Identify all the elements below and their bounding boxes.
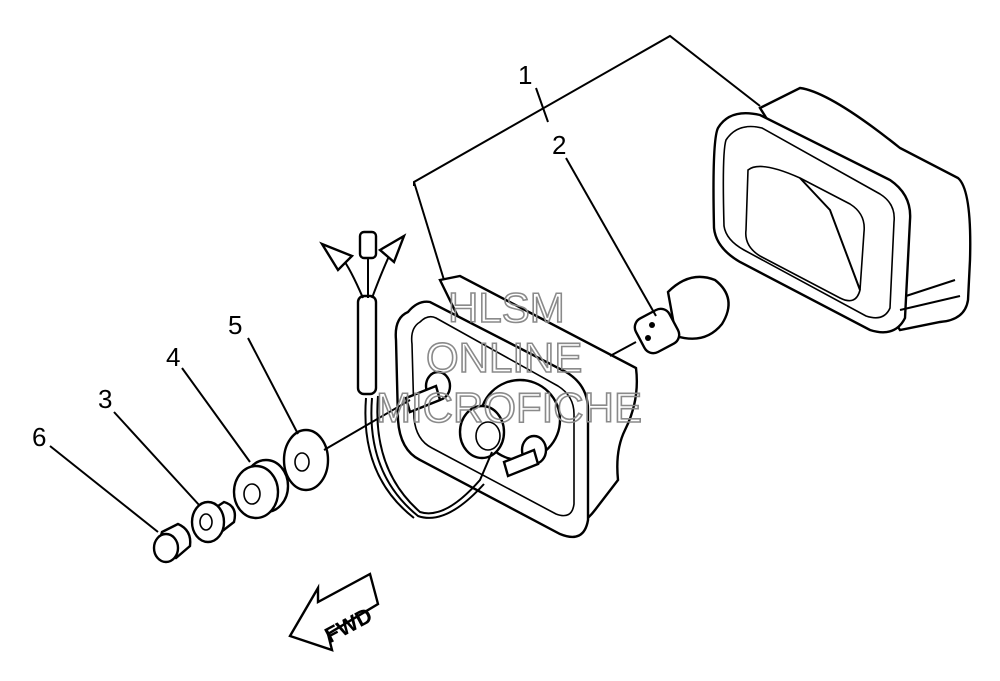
callout-6: 6 [32, 422, 46, 452]
washer [282, 428, 330, 492]
watermark: HLSM ONLINE MICROFICHE [375, 283, 643, 432]
leader-line-2 [565, 157, 657, 317]
nut [152, 522, 192, 564]
callout-5: 5 [228, 310, 242, 340]
leader-line-6 [49, 445, 159, 533]
callout-3: 3 [98, 384, 112, 414]
collar [190, 500, 237, 544]
leader-line-1-stub [535, 87, 549, 123]
watermark-line-3: MICROFICHE [376, 384, 642, 431]
leader-line-1-drop [413, 181, 445, 281]
callout-2: 2 [552, 130, 566, 160]
leader-line-4 [181, 367, 251, 463]
leader-line-1 [413, 34, 761, 186]
leader-line-3 [113, 411, 201, 507]
assembly-axis-line-2 [609, 341, 637, 357]
callout-4: 4 [166, 342, 180, 372]
callout-1: 1 [518, 60, 532, 90]
watermark-line-1: HLSM [448, 284, 565, 331]
grommet [232, 458, 290, 520]
bulb [633, 275, 730, 355]
lamp-lens-cover [712, 86, 972, 334]
leader-line-5 [247, 337, 299, 435]
lamp-base-housing [394, 274, 639, 539]
watermark-line-2: ONLINE [426, 334, 582, 381]
fwd-arrow: FWD [288, 572, 380, 652]
assembly-axis-line [323, 399, 411, 451]
wiring-harness [319, 230, 493, 519]
